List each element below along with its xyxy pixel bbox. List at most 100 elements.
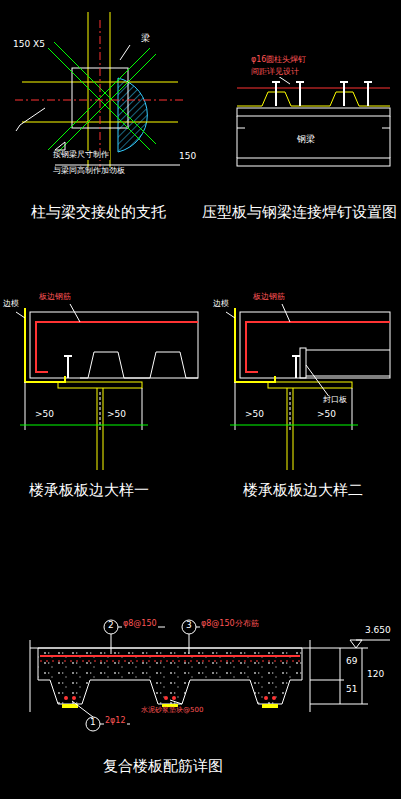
composite-slab-part bbox=[310, 704, 368, 705]
slab-edge-two-part bbox=[300, 348, 306, 378]
composite-slab-part bbox=[310, 640, 311, 712]
composite-slab-part bbox=[111, 634, 112, 654]
composite-slab-part bbox=[262, 704, 278, 708]
slab-edge-two-part bbox=[282, 304, 290, 322]
composite-slab-part bbox=[40, 661, 300, 662]
slab-edge-one-part bbox=[97, 388, 98, 470]
deck-beam-studs-part bbox=[237, 128, 245, 129]
dimension: 69 bbox=[345, 657, 358, 667]
deck-beam-studs-part bbox=[382, 128, 390, 129]
composite-slab-part bbox=[170, 700, 182, 704]
part-name: 边模 bbox=[2, 300, 20, 309]
composite-slab-part bbox=[38, 648, 302, 704]
slab-edge-one-part bbox=[16, 312, 25, 318]
detail-title: 复合楼板配筋详图 bbox=[102, 758, 224, 775]
slab-edge-two bbox=[226, 304, 390, 470]
detail-title: 楼承板板边大样二 bbox=[242, 482, 364, 499]
column-beam-bracket-part bbox=[22, 82, 178, 83]
rebar-spec: φ8@150 bbox=[122, 620, 158, 629]
composite-slab-part bbox=[164, 696, 168, 700]
dimension: >50 bbox=[316, 410, 337, 420]
column-beam-bracket-part bbox=[118, 78, 147, 152]
slab-edge-two-part bbox=[226, 312, 235, 318]
composite-slab-part bbox=[189, 634, 190, 654]
composite-slab-part bbox=[264, 696, 268, 700]
note: 与梁同高制作加劲板 bbox=[52, 167, 126, 176]
deck-beam-studs-part bbox=[299, 82, 301, 106]
note: 间距详见设计 bbox=[250, 68, 300, 77]
column-beam-bracket-part bbox=[16, 125, 20, 131]
composite-slab-part bbox=[64, 696, 68, 700]
slab-edge-two-part bbox=[290, 392, 291, 430]
deck-beam-studs-part bbox=[343, 82, 345, 106]
slab-edge-two-part bbox=[293, 388, 294, 470]
composite-slab-part bbox=[362, 648, 363, 704]
slab-edge-two-part bbox=[287, 388, 288, 470]
deck-beam-studs-part bbox=[296, 81, 304, 83]
note: 按钢梁尺寸制作 bbox=[52, 151, 110, 160]
callout-number: 2 bbox=[107, 621, 115, 631]
deck-beam-studs-part bbox=[237, 158, 390, 166]
column-beam-bracket-part bbox=[54, 54, 156, 156]
composite-slab-part bbox=[172, 696, 176, 700]
slab-edge-one-part bbox=[20, 425, 148, 426]
detail-title: 柱与梁交接处的支托 bbox=[30, 204, 167, 221]
dimension: 51 bbox=[345, 685, 358, 695]
slab-edge-one bbox=[16, 304, 198, 470]
column-beam-bracket-part bbox=[88, 12, 89, 168]
deck-beam-studs-part bbox=[390, 116, 391, 158]
dimension: 150 X5 bbox=[12, 40, 46, 50]
composite-slab-part bbox=[86, 717, 100, 731]
deck-beam-studs-part bbox=[275, 82, 277, 106]
slab-edge-two-part bbox=[268, 382, 352, 388]
slab-edge-one-part bbox=[25, 308, 65, 382]
composite-slab-part bbox=[310, 648, 368, 649]
slab-edge-two-part bbox=[292, 355, 300, 357]
slab-edge-two-part bbox=[306, 376, 390, 377]
part-name: 边模 bbox=[212, 300, 230, 309]
column-beam-bracket-part bbox=[55, 142, 65, 150]
composite-slab-part bbox=[72, 696, 76, 700]
rebar-spec: φ8@150分布筋 bbox=[200, 620, 260, 629]
slab-edge-one-part bbox=[70, 304, 80, 322]
slab-edge-two-part bbox=[352, 388, 353, 430]
slab-edge-two-part bbox=[295, 356, 297, 378]
part-name: 梁 bbox=[140, 34, 151, 44]
slab-edge-two-part bbox=[246, 322, 390, 372]
detail-title: 压型板与钢梁连接焊钉设置图 bbox=[201, 204, 398, 221]
note: 水泥砂浆垫块@500 bbox=[140, 707, 204, 715]
deck-beam-studs-part bbox=[364, 81, 372, 83]
composite-slab bbox=[30, 620, 390, 731]
slab-edge-two-part bbox=[240, 312, 390, 378]
composite-slab-part bbox=[40, 655, 300, 657]
dimension: >50 bbox=[244, 410, 265, 420]
slab-edge-two-part bbox=[235, 382, 236, 430]
column-beam-bracket-part bbox=[48, 48, 150, 150]
slab-edge-two-part bbox=[306, 350, 390, 351]
deck-beam-studs-part bbox=[237, 108, 390, 116]
slab-edge-two-part bbox=[235, 308, 275, 382]
callout-number: 1 bbox=[89, 718, 97, 728]
slab-edge-one-part bbox=[103, 388, 104, 470]
composite-slab-part bbox=[30, 640, 31, 712]
note: φ16圆柱头焊钉 bbox=[250, 56, 307, 65]
composite-slab-part bbox=[104, 620, 118, 634]
composite-slab-part bbox=[356, 640, 390, 641]
column-beam-bracket-part bbox=[110, 12, 111, 168]
slab-edge-one-part bbox=[80, 352, 198, 378]
dimension: 120 bbox=[366, 670, 385, 680]
composite-slab-part bbox=[62, 704, 78, 708]
composite-slab-part bbox=[72, 701, 93, 717]
slab-edge-one-part bbox=[100, 392, 101, 430]
column-beam-bracket-part bbox=[48, 48, 150, 150]
part-name: 钢梁 bbox=[296, 135, 316, 145]
column-beam-bracket-part bbox=[55, 165, 180, 166]
slab-edge-one-part bbox=[67, 356, 69, 378]
slab-edge-one-part bbox=[58, 382, 142, 388]
composite-slab-part bbox=[30, 648, 310, 649]
slab-edge-one-part bbox=[25, 382, 26, 430]
slab-edge-two-part bbox=[230, 425, 358, 426]
part-name: 板边钢筋 bbox=[252, 293, 286, 302]
elevation: 3.650 bbox=[364, 626, 392, 636]
composite-slab-part bbox=[182, 620, 196, 634]
